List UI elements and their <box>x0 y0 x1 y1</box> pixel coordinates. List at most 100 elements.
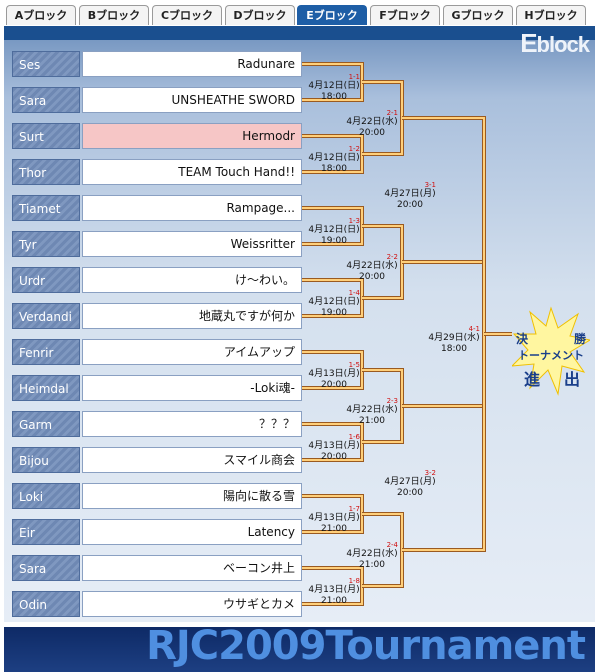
tab-block-8[interactable]: Hブロック <box>516 5 586 25</box>
final-line2: トーナメント <box>518 349 584 362</box>
match-number: 1-1 <box>348 73 360 81</box>
team-name[interactable]: UNSHEATHE SWORD <box>82 87 302 113</box>
banner-title: RJC2009Tournament <box>146 627 586 669</box>
final-line3-left: 進 <box>524 370 541 389</box>
final-line1-left: 決 <box>516 332 529 346</box>
team-row: Garm？？？ <box>12 411 302 437</box>
team-name[interactable]: スマイル商会 <box>82 447 302 473</box>
match-time: 18:00 <box>321 164 347 174</box>
team-server-label: Urdr <box>12 267 80 293</box>
team-server-label: Eir <box>12 519 80 545</box>
team-server-label: Sara <box>12 87 80 113</box>
starburst-icon <box>510 306 592 396</box>
match-time: 20:00 <box>359 128 385 138</box>
match-time: 20:00 <box>397 488 423 498</box>
match-time: 20:00 <box>397 200 423 210</box>
match-date: 4月22日(水) <box>346 549 398 559</box>
match-time: 20:00 <box>321 380 347 390</box>
match-time: 18:00 <box>441 344 467 354</box>
team-server-label: Thor <box>12 159 80 185</box>
match-time: 20:00 <box>321 452 347 462</box>
tab-block-6[interactable]: Fブロック <box>370 5 440 25</box>
match-date: 4月29日(水) <box>428 333 480 343</box>
final-line3-right: 出 <box>563 370 580 389</box>
final-badge-text: 決勝 トーナメント 進出 <box>512 306 590 396</box>
match-number: 2-4 <box>386 541 398 549</box>
match-number: 4-1 <box>468 325 480 333</box>
team-name[interactable]: 陽向に散る雪 <box>82 483 302 509</box>
match-date: 4月27日(月) <box>384 189 436 199</box>
team-server-label: Tyr <box>12 231 80 257</box>
final-line1-right: 勝 <box>573 332 586 346</box>
match-time: 21:00 <box>321 596 347 606</box>
match-time: 19:00 <box>321 236 347 246</box>
tab-block-5[interactable]: Eブロック <box>297 5 367 25</box>
match-number: 3-2 <box>424 469 436 477</box>
team-name[interactable]: 地蔵丸ですが何か <box>82 303 302 329</box>
team-server-label: Heimdal <box>12 375 80 401</box>
team-server-label: Verdandi <box>12 303 80 329</box>
match-time: 21:00 <box>359 560 385 570</box>
team-name[interactable]: Latency <box>82 519 302 545</box>
block-word: block <box>536 32 590 57</box>
final-line1: 決勝 <box>516 330 586 347</box>
tab-block-7[interactable]: Gブロック <box>443 5 513 25</box>
team-server-label: Tiamet <box>12 195 80 221</box>
match-number: 1-4 <box>348 289 360 297</box>
team-name[interactable]: ベーコン井上 <box>82 555 302 581</box>
team-name[interactable]: ウサギとカメ <box>82 591 302 617</box>
tab-block-2[interactable]: Bブロック <box>79 5 149 25</box>
team-row: Heimdal-Loki魂- <box>12 375 302 401</box>
team-name[interactable]: Rampage... <box>82 195 302 221</box>
match-number: 2-2 <box>386 253 398 261</box>
team-name[interactable]: Hermodr <box>82 123 302 149</box>
match-time: 21:00 <box>321 524 347 534</box>
team-name[interactable]: アイムアップ <box>82 339 302 365</box>
match-date: 4月12日(日) <box>308 225 360 235</box>
team-name[interactable]: -Loki魂- <box>82 375 302 401</box>
team-name[interactable]: ？？？ <box>82 411 302 437</box>
match-number: 1-2 <box>348 145 360 153</box>
team-name[interactable]: TEAM Touch Hand!! <box>82 159 302 185</box>
bracket-lines <box>302 62 512 606</box>
team-name[interactable]: け〜わい。 <box>82 267 302 293</box>
final-line3: 進出 <box>524 366 580 390</box>
team-name[interactable]: Radunare <box>82 51 302 77</box>
tab-block-1[interactable]: Aブロック <box>6 5 76 25</box>
team-server-label: Garm <box>12 411 80 437</box>
team-name[interactable]: Weissritter <box>82 231 302 257</box>
team-server-label: Loki <box>12 483 80 509</box>
team-server-label: Fenrir <box>12 339 80 365</box>
tab-block-3[interactable]: Cブロック <box>152 5 222 25</box>
block-letter: E <box>520 28 537 58</box>
match-date: 4月12日(日) <box>308 297 360 307</box>
match-number: 3-1 <box>424 181 436 189</box>
match-number: 1-5 <box>348 361 360 369</box>
match-date: 4月13日(月) <box>308 441 360 451</box>
match-date: 4月22日(水) <box>346 117 398 127</box>
tab-block-4[interactable]: Dブロック <box>225 5 295 25</box>
